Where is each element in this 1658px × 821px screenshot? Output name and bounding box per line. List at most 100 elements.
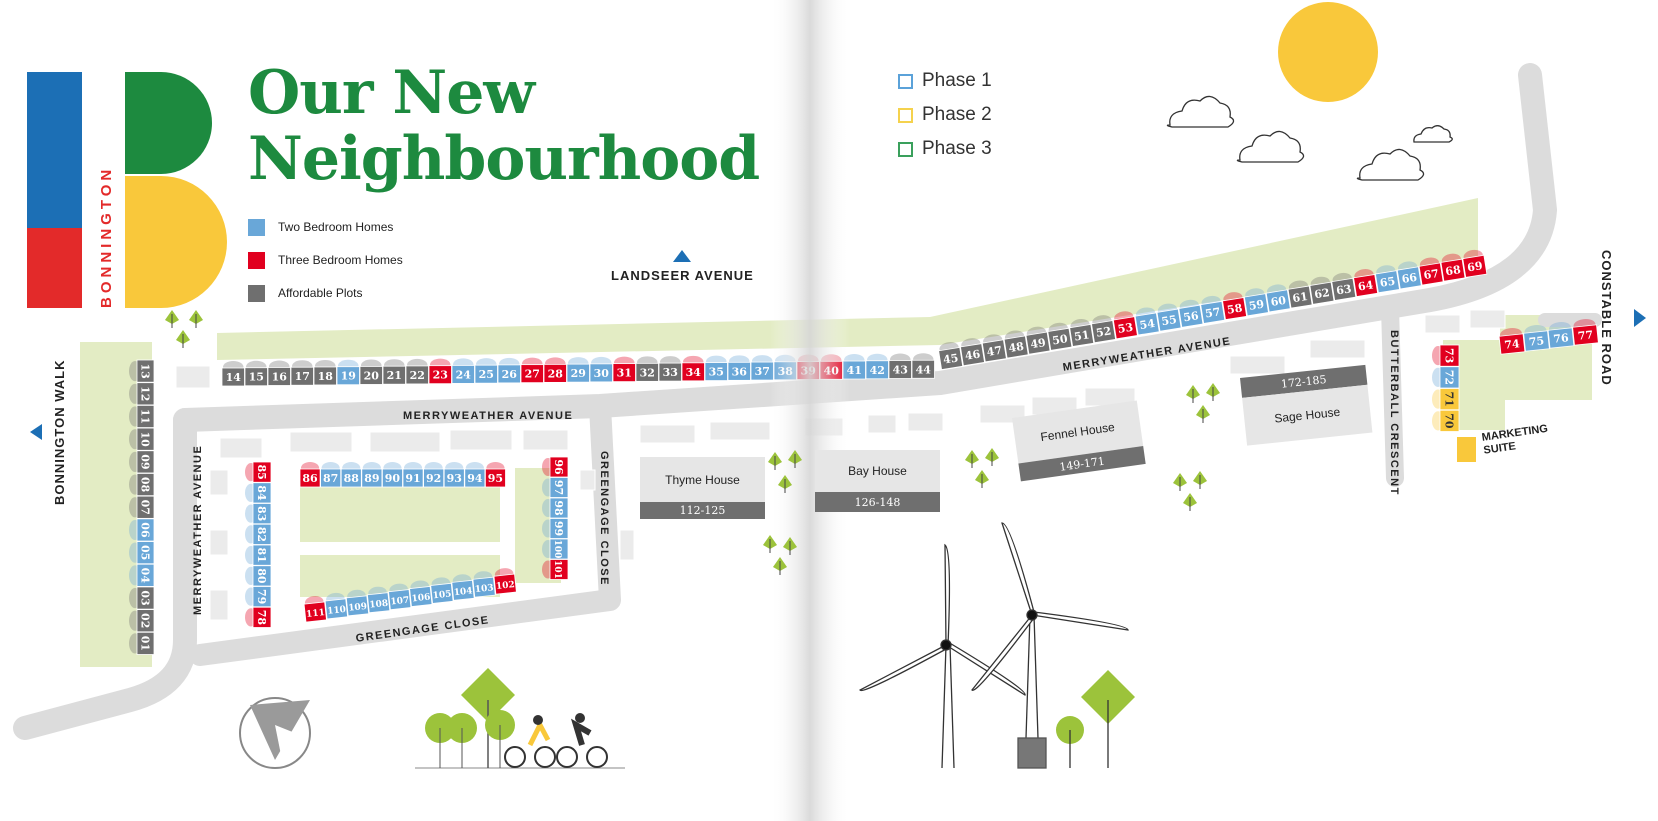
svg-text:55: 55 xyxy=(1161,313,1178,328)
svg-text:76: 76 xyxy=(1553,331,1570,346)
plot-05: 05 xyxy=(129,541,155,565)
plot-31: 31 xyxy=(612,356,636,383)
plot-76: 76 xyxy=(1547,321,1575,349)
parking-bay xyxy=(449,429,513,451)
svg-text:71: 71 xyxy=(1443,391,1456,406)
plot-57: 57 xyxy=(1200,295,1226,324)
parking-bay xyxy=(619,529,635,561)
plot-64: 64 xyxy=(1353,269,1379,298)
svg-text:82: 82 xyxy=(255,527,268,542)
plot-42: 42 xyxy=(865,353,889,380)
plot-02: 02 xyxy=(129,609,155,633)
page-title: Our New Neighbourhood xyxy=(248,60,760,194)
plot-56: 56 xyxy=(1178,299,1204,328)
svg-text:20: 20 xyxy=(364,369,380,382)
plot-91: 91 xyxy=(402,462,424,488)
phase-label: Phase 2 xyxy=(922,104,992,125)
plot-79: 79 xyxy=(245,586,272,608)
road-label-bonnington-walk: BONNINGTON WALK xyxy=(52,359,67,505)
plot-46: 46 xyxy=(960,338,985,367)
svg-text:22: 22 xyxy=(410,369,425,382)
svg-text:88: 88 xyxy=(344,472,360,485)
svg-text:103: 103 xyxy=(474,583,494,595)
plot-36: 36 xyxy=(727,355,751,381)
plot-71: 71 xyxy=(1432,388,1460,411)
parking-bay xyxy=(209,589,229,621)
plot-06: 06 xyxy=(129,518,155,542)
svg-text:62: 62 xyxy=(1313,286,1330,301)
bonnington-logo xyxy=(27,72,227,308)
plot-65: 65 xyxy=(1374,265,1400,294)
tree-icon xyxy=(1193,471,1207,489)
tree-icon xyxy=(768,452,782,470)
svg-text:15: 15 xyxy=(249,371,264,384)
plot-17: 17 xyxy=(290,360,314,386)
plot-09: 09 xyxy=(129,450,155,474)
svg-text:54: 54 xyxy=(1139,317,1156,332)
svg-text:77: 77 xyxy=(1577,328,1594,343)
plot-13: 13 xyxy=(129,359,155,383)
plot-62: 62 xyxy=(1309,276,1335,305)
phase-label: Phase 1 xyxy=(922,70,992,91)
svg-text:107: 107 xyxy=(390,596,410,608)
svg-text:42: 42 xyxy=(870,364,885,377)
svg-text:73: 73 xyxy=(1443,348,1456,363)
plot-73: 73 xyxy=(1432,344,1460,367)
svg-text:64: 64 xyxy=(1357,278,1374,293)
compass-icon xyxy=(239,697,311,769)
phase-label: Phase 3 xyxy=(922,138,992,159)
plot-03: 03 xyxy=(129,586,155,610)
plot-63: 63 xyxy=(1331,272,1357,301)
plot-19: 19 xyxy=(336,359,360,386)
svg-text:96: 96 xyxy=(552,459,565,475)
svg-text:90: 90 xyxy=(385,472,401,485)
tree-icon xyxy=(176,330,190,348)
trees-cyclists-illustration xyxy=(415,668,625,769)
plot-77: 77 xyxy=(1572,318,1599,346)
svg-text:75: 75 xyxy=(1528,334,1545,349)
svg-text:79: 79 xyxy=(255,589,268,604)
svg-text:23: 23 xyxy=(433,369,448,382)
plot-98: 98 xyxy=(542,497,569,519)
street-label-merryweather-top: MERRYWEATHER AVENUE xyxy=(403,410,574,422)
legend-item-three_bed: Three Bedroom Homes xyxy=(248,250,403,270)
title-line-2: Neighbourhood xyxy=(248,124,760,194)
tree-icon xyxy=(1206,383,1220,401)
svg-text:87: 87 xyxy=(323,472,338,485)
plot-23: 23 xyxy=(428,358,452,385)
plot-33: 33 xyxy=(658,356,682,382)
plot-105: 105 xyxy=(430,577,454,604)
plot-55: 55 xyxy=(1156,303,1182,332)
svg-text:109: 109 xyxy=(348,602,368,614)
tree-icon xyxy=(788,450,802,468)
svg-text:45: 45 xyxy=(942,351,959,366)
plot-101: 101 xyxy=(542,559,569,580)
plot-111: 111 xyxy=(303,596,327,623)
plot-83: 83 xyxy=(245,503,272,525)
parking-bay xyxy=(209,529,229,556)
svg-text:106: 106 xyxy=(411,593,431,605)
plot-74: 74 xyxy=(1498,327,1526,355)
svg-text:57: 57 xyxy=(1204,305,1221,320)
plot-12: 12 xyxy=(129,382,155,406)
parking-bay xyxy=(1229,355,1286,375)
parking-bay xyxy=(175,365,211,389)
svg-text:25: 25 xyxy=(479,368,494,381)
plot-60: 60 xyxy=(1265,284,1291,313)
plot-93: 93 xyxy=(443,462,465,488)
plot-22: 22 xyxy=(405,358,429,385)
small-trees xyxy=(165,310,1220,575)
plot-14: 14 xyxy=(221,361,245,387)
svg-text:72: 72 xyxy=(1443,370,1456,385)
svg-text:89: 89 xyxy=(364,472,379,485)
plot-109: 109 xyxy=(345,589,370,617)
tree-icon xyxy=(1173,473,1187,491)
plot-16: 16 xyxy=(267,360,291,386)
legend-item-affordable: Affordable Plots xyxy=(248,283,363,303)
plot-48: 48 xyxy=(1003,330,1029,359)
road-label-landseer: LANDSEER AVENUE xyxy=(611,268,754,283)
plot-81: 81 xyxy=(245,544,272,566)
svg-text:06: 06 xyxy=(139,522,152,538)
svg-text:14: 14 xyxy=(226,371,242,384)
svg-text:69: 69 xyxy=(1466,259,1483,274)
